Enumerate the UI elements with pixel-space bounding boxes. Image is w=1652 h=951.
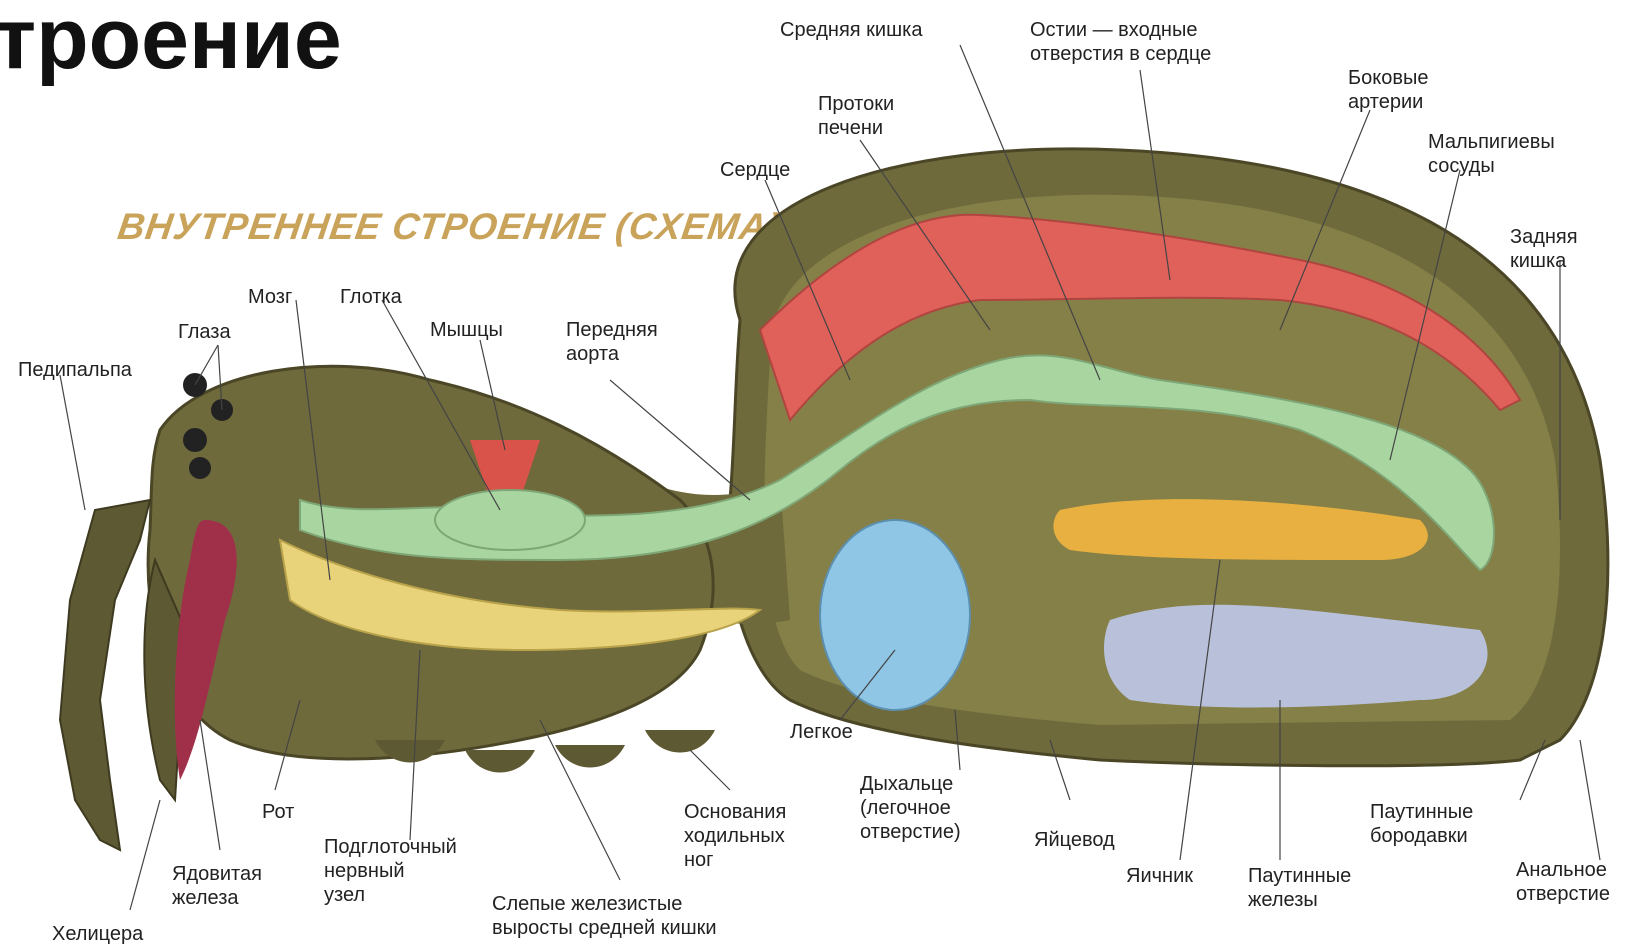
- brain-shape: [435, 490, 585, 550]
- pedipalp-shape: [60, 500, 150, 850]
- label-subpharyngeal: Подглоточный нервный узел: [324, 835, 457, 907]
- eye-4: [189, 457, 211, 479]
- label-ostia: Остии — входные отверстия в сердце: [1030, 18, 1211, 66]
- label-blind-outgrowths: Слепые железистые выросты средней кишки: [492, 892, 717, 940]
- label-liver-ducts: Протоки печени: [818, 92, 894, 140]
- label-mouth: Рот: [262, 800, 294, 824]
- label-ovary: Яичник: [1126, 864, 1193, 888]
- eye-3: [183, 428, 207, 452]
- label-leg-bases: Основания ходильных ног: [684, 800, 786, 872]
- label-oviduct: Яйцевод: [1034, 828, 1115, 852]
- label-silk-glands: Паутинные железы: [1248, 864, 1351, 912]
- leg-base-2: [465, 750, 535, 773]
- label-pedipalp: Педипальпа: [18, 358, 132, 382]
- label-spinnerets: Паутинные бородавки: [1370, 800, 1473, 848]
- label-anterior-aorta: Передняя аорта: [566, 318, 658, 366]
- label-lung: Легкое: [790, 720, 853, 744]
- label-malpighian: Мальпигиевы сосуды: [1428, 130, 1555, 178]
- label-lateral-arteries: Боковые артерии: [1348, 66, 1428, 114]
- label-venom-gland: Ядовитая железа: [172, 862, 262, 910]
- label-brain: Мозг: [248, 285, 292, 309]
- leg-base-3: [555, 745, 625, 768]
- label-heart: Сердце: [720, 158, 790, 182]
- label-chelicera: Хелицера: [52, 922, 143, 946]
- lung-shape: [820, 520, 970, 710]
- label-muscles: Мышцы: [430, 318, 503, 342]
- label-pharynx: Глотка: [340, 285, 402, 309]
- label-hindgut: Задняя кишка: [1510, 225, 1578, 273]
- label-anus: Анальное отверстие: [1516, 858, 1610, 906]
- label-midgut: Средняя кишка: [780, 18, 922, 42]
- label-eyes: Глаза: [178, 320, 231, 344]
- label-spiracle: Дыхальце (легочное отверстие): [860, 772, 961, 844]
- leg-base-4: [645, 730, 715, 753]
